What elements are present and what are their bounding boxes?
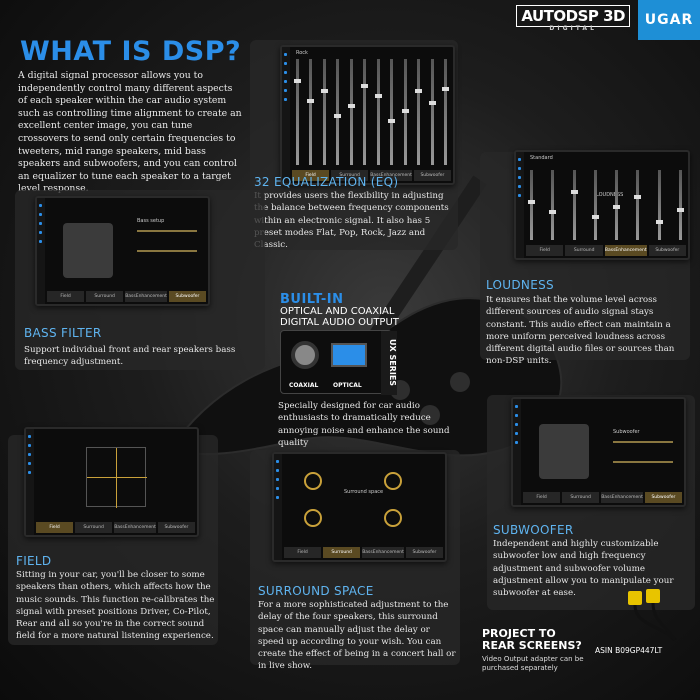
optical-label: OPTICAL: [333, 382, 362, 389]
surround-card: Surround space Field Surround BassEnhanc…: [250, 450, 460, 671]
bass-screen-label: Bass setup: [137, 218, 165, 224]
surround-description: For a more sophisticated adjustment to t…: [258, 600, 456, 672]
eq-card: Rock Field Surround BassEnhancement Subw…: [250, 40, 458, 250]
delay-knob-icon[interactable]: [384, 472, 402, 490]
subwoofer-card: Subwoofer Field Surround BassEnhancement…: [487, 395, 695, 610]
field-screen: Field Surround BassEnhancement Subwoofer: [24, 427, 199, 537]
bass-description: Support individual front and rear speake…: [24, 345, 236, 368]
builtin-subtitle: OPTICAL AND COAXIAL DIGITAL AUDIO OUTPUT: [280, 306, 399, 328]
subwoofer-slider[interactable]: [613, 441, 673, 443]
screen-tabs: Field Surround BassEnhancement Subwoofer: [36, 522, 195, 533]
subwoofer-description: Independent and highly customizable subw…: [493, 539, 674, 599]
loudness-mode-label: Standard: [530, 155, 553, 161]
bass-title: BASS FILTER: [24, 326, 102, 340]
loudness-screen: Standard LOUDNESS Field Surround BassEnh…: [514, 150, 690, 260]
subwoofer-screen: Subwoofer Field Surround BassEnhancement…: [511, 397, 686, 507]
screen-tabs: Field Surround BassEnhancement Subwoofer: [523, 492, 682, 503]
page-title: WHAT IS DSP?: [20, 36, 242, 67]
eq-title: 32 EQUALIZATION (EQ): [254, 175, 399, 189]
subwoofer-screen-label: Subwoofer: [613, 429, 640, 435]
field-card: Field Surround BassEnhancement Subwoofer…: [8, 427, 218, 645]
bass-screen: Bass setup Field Surround BassEnhancemen…: [35, 196, 210, 306]
coax-optical-ports-image: COAXIAL OPTICAL UX SERIES: [280, 330, 397, 395]
field-description: Sitting in your car, you'll be closer to…: [16, 570, 215, 642]
surround-screen-label: Surround space: [344, 489, 384, 495]
builtin-title: BUILT-IN: [280, 292, 344, 307]
project-note: Video Output adapter can be purchased se…: [482, 655, 584, 672]
bass-card: Bass setup Field Surround BassEnhancemen…: [15, 190, 265, 370]
builtin-description: Specially designed for car audio enthusi…: [278, 401, 450, 448]
screen-tabs: Field Surround BassEnhancement Subwoofer: [526, 245, 687, 256]
ugar-logo: UGAR: [638, 0, 700, 40]
bass-slider[interactable]: [137, 230, 197, 232]
field-position-pad[interactable]: [86, 447, 147, 508]
loudness-card: Standard LOUDNESS Field Surround BassEnh…: [480, 150, 690, 366]
video-adapter-cable-image: [628, 589, 677, 642]
delay-knob-icon[interactable]: [384, 509, 402, 527]
bass-slider[interactable]: [137, 250, 197, 252]
coaxial-label: COAXIAL: [289, 382, 319, 389]
screen-tabs: Field Surround BassEnhancement Subwoofer: [47, 291, 206, 302]
surround-title: SURROUND SPACE: [258, 584, 374, 598]
field-title: FIELD: [16, 554, 52, 568]
intro-paragraph: A digital signal processor allows you to…: [18, 70, 242, 195]
speaker-grid-icon: [63, 223, 113, 278]
speaker-grid-icon: [539, 424, 589, 479]
eq-mode-label: Rock: [296, 50, 308, 56]
delay-knob-icon[interactable]: [304, 509, 322, 527]
ux-series-tag: UX SERIES: [381, 331, 397, 395]
optical-port-icon: [331, 343, 367, 367]
subwoofer-slider[interactable]: [613, 461, 673, 463]
screen-tabs: Field Surround BassEnhancement Subwoofer: [292, 170, 451, 181]
loudness-popup-label: LOUDNESS: [596, 192, 624, 198]
brand-bar: AUTODSP 3D DIGITAL UGAR: [516, 0, 700, 40]
loudness-description: It ensures that the volume level across …: [486, 295, 675, 367]
autodsp-logo: AUTODSP 3D DIGITAL: [516, 4, 630, 32]
coaxial-port-icon: [291, 341, 319, 369]
eq-screen: Rock Field Surround BassEnhancement Subw…: [280, 45, 455, 185]
project-title: PROJECT TO REAR SCREENS?: [482, 627, 582, 652]
surround-screen: Surround space Field Surround BassEnhanc…: [272, 452, 447, 562]
loudness-title: LOUDNESS: [486, 278, 554, 292]
eq-sliders[interactable]: [294, 59, 449, 165]
screen-tabs: Field Surround BassEnhancement Subwoofer: [284, 547, 443, 558]
loudness-sliders[interactable]: [528, 170, 684, 240]
delay-knob-icon[interactable]: [304, 472, 322, 490]
asin-label: ASIN B09GP447LT: [595, 646, 663, 655]
eq-description: It provides users the flexibility in adj…: [254, 191, 449, 251]
subwoofer-title: SUBWOOFER: [493, 523, 574, 537]
